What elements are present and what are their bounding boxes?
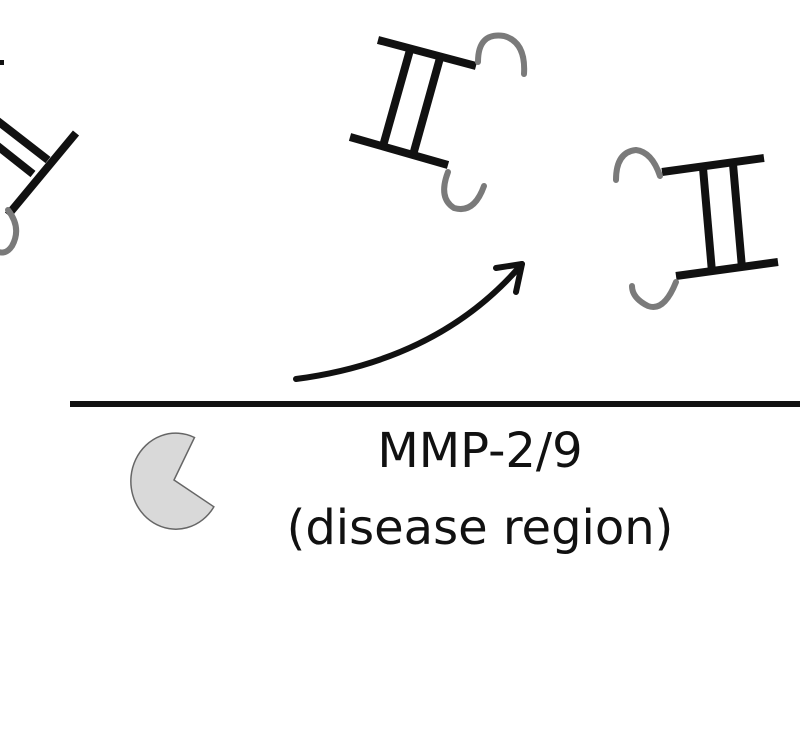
ladder-rail [348, 133, 450, 169]
ladder-icon [348, 36, 478, 169]
cleaved-tail-icon [441, 169, 487, 212]
ladder-rung [379, 48, 414, 148]
cleaved-tail-icon [629, 279, 679, 310]
ladder-icon [0, 60, 80, 218]
arrow-head [493, 261, 525, 295]
ladder-rail [675, 258, 779, 280]
ladder-icon [661, 154, 779, 280]
ladder-rung [0, 117, 51, 164]
ladder-rung [699, 167, 716, 273]
construct-middle [348, 32, 528, 212]
region-label: (disease region) [286, 500, 674, 556]
enzyme-name-label: MMP-2/9 [377, 423, 583, 479]
curved-arrow-icon [293, 261, 525, 382]
pacman-enzyme-icon [130, 432, 215, 530]
cleaved-tail-icon [475, 32, 528, 77]
construct-left [0, 60, 80, 256]
ladder-rung [409, 56, 444, 157]
cleaved-tail-icon [0, 207, 20, 256]
ladder-rail [376, 36, 478, 70]
ladder-rail [4, 130, 80, 218]
cleaved-tail-icon [613, 146, 663, 183]
ladder-rail [661, 154, 765, 176]
ladder-rung [0, 142, 36, 178]
ladder-rung [729, 163, 746, 269]
arrow-shaft [293, 261, 525, 382]
construct-right [613, 146, 779, 310]
